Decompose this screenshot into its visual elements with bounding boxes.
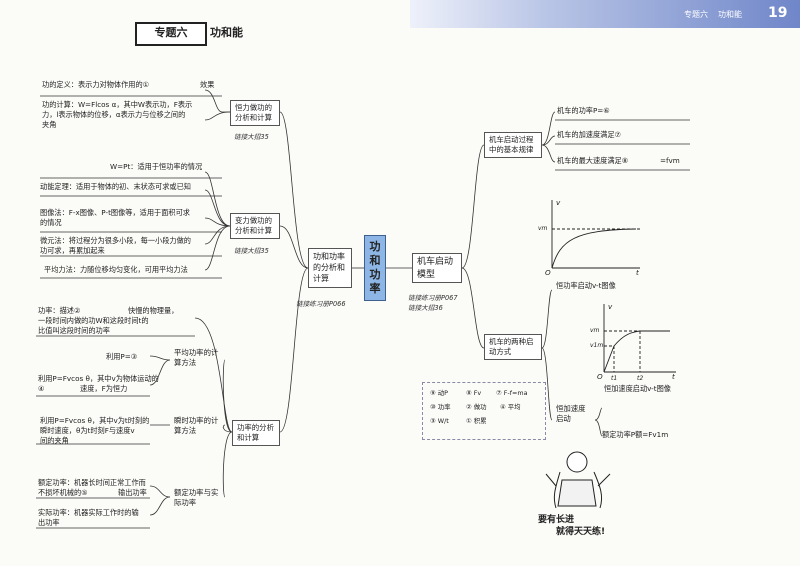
kinetic-theorem-rule: 动能定理：适用于物体的初、末状态可求或已知 [40,182,191,191]
rated-power-formula: 额定功率P额=Fv1m [602,430,669,439]
work-calc-2: 力，l表示物体的位移，α表示力与位移之间的 [42,110,186,119]
micro-method-2: 功可求，再累加起来 [40,246,105,255]
locomotive-max-speed-end: =fvm [660,156,680,165]
micro-method-1: 微元法：将过程分为很多小段，每一小段力做的 [40,236,191,245]
answer-9: ⑨ 动P [430,389,449,397]
right-main-node: 机车启动模型 [412,253,462,283]
constant-acceleration-node: 恒加速度启动 [556,404,586,423]
graph1-t-axis: t [636,268,639,277]
center-node: 功和功率 [364,235,386,301]
graph1-origin: O [545,268,551,277]
answer-1: ① 积累 [466,417,487,425]
slogan-line-2: 就得天天练! [556,527,606,537]
header-section: 专题六 [684,10,708,19]
locomotive-power: 机车的功率P=⑥ [557,106,610,115]
power-node: 功率的分析和计算 [232,420,280,446]
constant-force-node: 恒力做功的分析和计算 [230,100,280,126]
constant-power-caption: 恒功率启动v-t图像 [556,281,616,290]
slogan-line-1: 要有长进 [538,515,575,525]
graph2-v-axis: v [608,302,613,311]
average-power-formula-2: ④ [38,384,45,393]
instant-power-1: 利用P=Fvcos θ，其中v为t时刻的 [40,416,150,425]
locomotive-acceleration: 机车的加速度满足⑦ [557,130,621,139]
actual-power-1: 实际功率：机器实际工作时的输 [38,508,139,517]
locomotive-max-speed: 机车的最大速度满足⑧ [557,156,629,165]
power-desc-1: 功率：描述② [38,306,81,315]
work-definition-end: 效果 [200,80,215,89]
rated-power-node: 额定功率与实际功率 [174,488,219,507]
answer-8: ⑧ Fv [466,389,482,397]
graph2-t2: t2 [637,375,644,382]
page-number: 19 [768,5,788,21]
variable-force-node: 变力做功的分析和计算 [230,213,280,239]
header-band [410,0,800,28]
left-main-node: 功和功率的分析和计算 [308,248,352,288]
right-main-note-1: 链接练习册P067 [408,294,458,302]
graph1-vm: vm [538,225,548,232]
work-definition: 功的定义：表示力对物体作用的① [42,80,150,89]
graph-method-1: 图像法：F-x图像、P-t图像等，适用于面积可求 [40,208,190,217]
graph2-v1m: v1m [590,342,604,349]
answer-7: ⑦ F-f=ma [496,389,528,397]
instant-power-node: 瞬时功率的计算方法 [174,416,219,435]
header-subject: 功和能 [718,10,742,19]
left-main-note: 链接练习册P066 [296,300,346,308]
two-ways-node: 机车的两种启动方式 [484,334,542,360]
basic-rules-node: 机车启动过程中的基本规律 [484,132,542,158]
rated-power-2-end: 输出功率 [118,488,147,497]
actual-power-2: 出功率 [38,518,60,527]
graph-method-2: 的情况 [40,218,62,227]
topic-name: 功和能 [210,26,243,39]
right-main-note-2: 链接大招36 [408,304,443,312]
constant-acceleration-caption: 恒加速度启动v-t图像 [604,384,671,393]
answer-box [422,382,546,440]
power-desc-3: 比值叫这段时间的功率 [38,326,110,335]
answer-10: ⑩ 功率 [430,403,451,411]
graph1-v-axis: v [556,198,561,207]
average-power-formula-2-end: 速度，F为恒力 [80,384,128,393]
answer-2: ② 做功 [466,403,487,411]
power-desc-1-end: 快慢的物理量， [128,306,179,315]
power-desc-2: 一段时间内做的功W和这段时间t的 [38,316,149,325]
topic-label: 专题六 [135,22,207,46]
graph2-vm: vm [590,327,600,334]
work-calc-1: 功的计算：W=Flcos α，其中W表示功，F表示 [42,100,193,109]
variable-force-note: 链接大招35 [234,247,269,255]
average-power-formula-1: 利用P=Fvcos θ，其中v为物体运动的 [38,374,159,383]
graph2-origin: O [597,372,603,381]
w-pt-rule: W=Pt：适用于恒功率的情况 [110,162,203,171]
constant-force-note: 链接大招35 [234,133,269,141]
work-calc-3: 夹角 [42,120,57,129]
average-power-use: 利用P=③ [106,352,138,361]
graph2-t-axis: t [672,372,675,381]
average-force-method: 平均力法：力随位移均匀变化，可用平均力法 [44,265,188,274]
instant-power-2: 瞬时速度，θ为t时刻F与速度v [40,426,135,435]
rated-power-2: 不损坏机械的⑤ [38,488,88,497]
answer-3: ③ W/t [430,417,449,425]
graph2-t1: t1 [611,375,618,382]
answer-4: ④ 平均 [500,403,521,411]
instant-power-3: 间的夹角 [40,436,69,445]
average-power-node: 平均功率的计算方法 [174,348,219,367]
rated-power-1: 额定功率：机器长时间正常工作而 [38,478,146,487]
